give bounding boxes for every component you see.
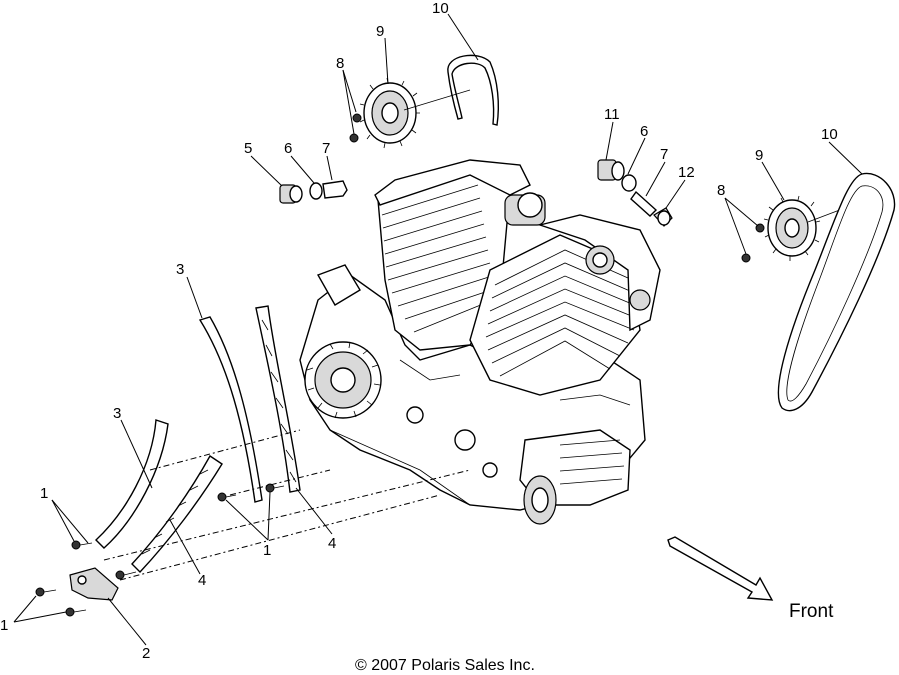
callout-1-upper: 1 (40, 485, 48, 502)
cam-chain-top (447, 54, 499, 126)
callout-3-upper: 3 (176, 261, 184, 278)
callout-4-right: 4 (328, 535, 336, 552)
front-label: Front (789, 601, 834, 622)
bracket-2 (69, 567, 119, 601)
callout-4-left: 4 (198, 572, 206, 589)
callout-1-mid: 1 (263, 542, 271, 559)
starter-motor (519, 429, 631, 525)
callout-7-left: 7 (322, 140, 330, 157)
cam-sprocket-right (763, 195, 821, 261)
cam-sprocket-top (359, 77, 420, 149)
chain-guide-3-upper (198, 316, 263, 503)
callout-5: 5 (244, 140, 252, 157)
sprocket-bolt-right-2 (741, 253, 751, 263)
cap-12 (653, 207, 673, 227)
bolts-1 (35, 483, 285, 617)
sprocket-bolt-top-1 (352, 113, 362, 123)
callout-10-right: 10 (821, 126, 838, 143)
callout-7-right: 7 (660, 146, 668, 163)
callout-9-top: 9 (376, 23, 384, 40)
chain-tensioner-4-left (131, 454, 223, 574)
rear-cylinder-fins (381, 184, 495, 333)
v-twin-engine-illustration (299, 159, 661, 525)
callout-2: 2 (142, 645, 150, 662)
chain-tensioner-4-right (255, 305, 301, 493)
copyright-notice: © 2007 Polaris Sales Inc. (355, 657, 535, 674)
callout-12: 12 (678, 164, 695, 181)
callout-8-top: 8 (336, 55, 344, 72)
callout-6-right: 6 (640, 123, 648, 140)
callout-10-top: 10 (432, 0, 449, 17)
leader-lines (13, 13, 863, 646)
sprocket-bolt-top-2 (349, 133, 359, 143)
callout-8-right: 8 (717, 182, 725, 199)
callout-11: 11 (604, 106, 620, 123)
fitting-11 (597, 159, 625, 181)
o-ring-6-right (621, 174, 637, 192)
pin-7-left (322, 180, 348, 199)
callout-6-left: 6 (284, 140, 292, 157)
cam-chain-right (777, 172, 896, 412)
o-ring-6-left (309, 182, 323, 200)
callout-9-right: 9 (755, 147, 763, 164)
callout-1-lower: 1 (0, 617, 8, 634)
callout-3-lower: 3 (113, 405, 121, 422)
pin-7-right (630, 190, 658, 217)
front-direction-arrow-icon (667, 536, 774, 601)
chain-guide-3-lower (94, 419, 169, 549)
fitting-5 (279, 184, 303, 204)
